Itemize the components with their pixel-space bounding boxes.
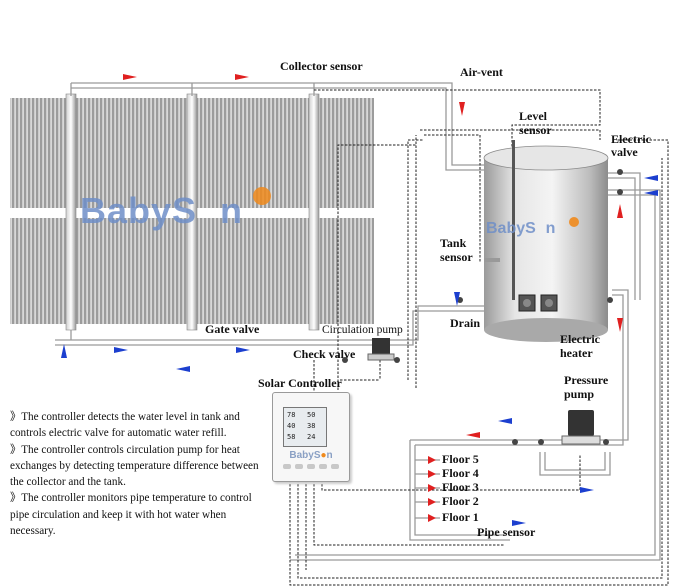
sun-icon-small <box>569 217 579 227</box>
controller-button <box>331 464 339 469</box>
solar-controller-unit: 78 50 40 38 58 24 BabyS●n <box>272 392 350 482</box>
display-reading: 78 <box>287 411 296 419</box>
floor-label: Floor 1 <box>442 510 479 524</box>
controller-button <box>283 464 291 469</box>
note-item: 》The controller monitors pipe temperatur… <box>10 492 252 538</box>
pipe-sensor-label: Pipe sensor <box>477 525 536 539</box>
piping <box>55 82 661 561</box>
circulation-pump-label: Circulation pump <box>322 324 403 336</box>
floor-arrows <box>428 456 436 522</box>
description-notes: 》The controller detects the water level … <box>10 409 268 539</box>
drain-label: Drain <box>450 316 480 330</box>
check-valve-label: Check valve <box>293 347 356 361</box>
collector-watermark: BabySon <box>80 190 244 231</box>
controller-brand: BabyS●n <box>289 450 333 461</box>
hot-water-tank <box>483 140 609 342</box>
controller-button <box>307 464 315 469</box>
solar-controller-label: Solar Controller <box>258 376 342 390</box>
solar-collector-array <box>10 93 374 331</box>
display-reading: 40 <box>287 422 296 430</box>
display-reading: 58 <box>287 433 296 441</box>
display-reading: 24 <box>307 433 316 441</box>
floor-label: Floor 5 <box>442 452 479 466</box>
flow-arrows <box>61 74 658 526</box>
sun-icon <box>253 187 271 205</box>
floor-label: Floor 2 <box>442 494 479 508</box>
note-item: 》The controller controls circulation pum… <box>10 443 259 489</box>
electric-heater-label: Electric heater <box>560 332 600 360</box>
electric-valve-label: Electric valve <box>611 132 651 159</box>
note-item: 》The controller detects the water level … <box>10 411 240 440</box>
controller-button <box>295 464 303 469</box>
display-reading: 38 <box>307 422 316 430</box>
collector-sensor-label: Collector sensor <box>280 59 363 73</box>
air-vent-label: Air-vent <box>460 65 503 79</box>
floor-outlets <box>415 459 440 519</box>
controller-display: 78 50 40 38 58 24 <box>283 407 327 447</box>
floor-label: Floor 4 <box>442 466 479 480</box>
level-sensor-label: Level sensor <box>519 109 552 137</box>
circulation-pump-symbol <box>367 338 395 361</box>
pressure-pump-label: Pressure pump <box>564 373 609 401</box>
display-reading: 50 <box>307 411 316 419</box>
controller-button <box>319 464 327 469</box>
tank-watermark: BabySon <box>486 220 556 237</box>
pressure-pump-symbol <box>561 410 601 445</box>
tank-sensor-label: Tank sensor <box>440 236 473 264</box>
gate-valve-label: Gate valve <box>205 322 260 336</box>
floor-label: Floor 3 <box>442 480 479 494</box>
